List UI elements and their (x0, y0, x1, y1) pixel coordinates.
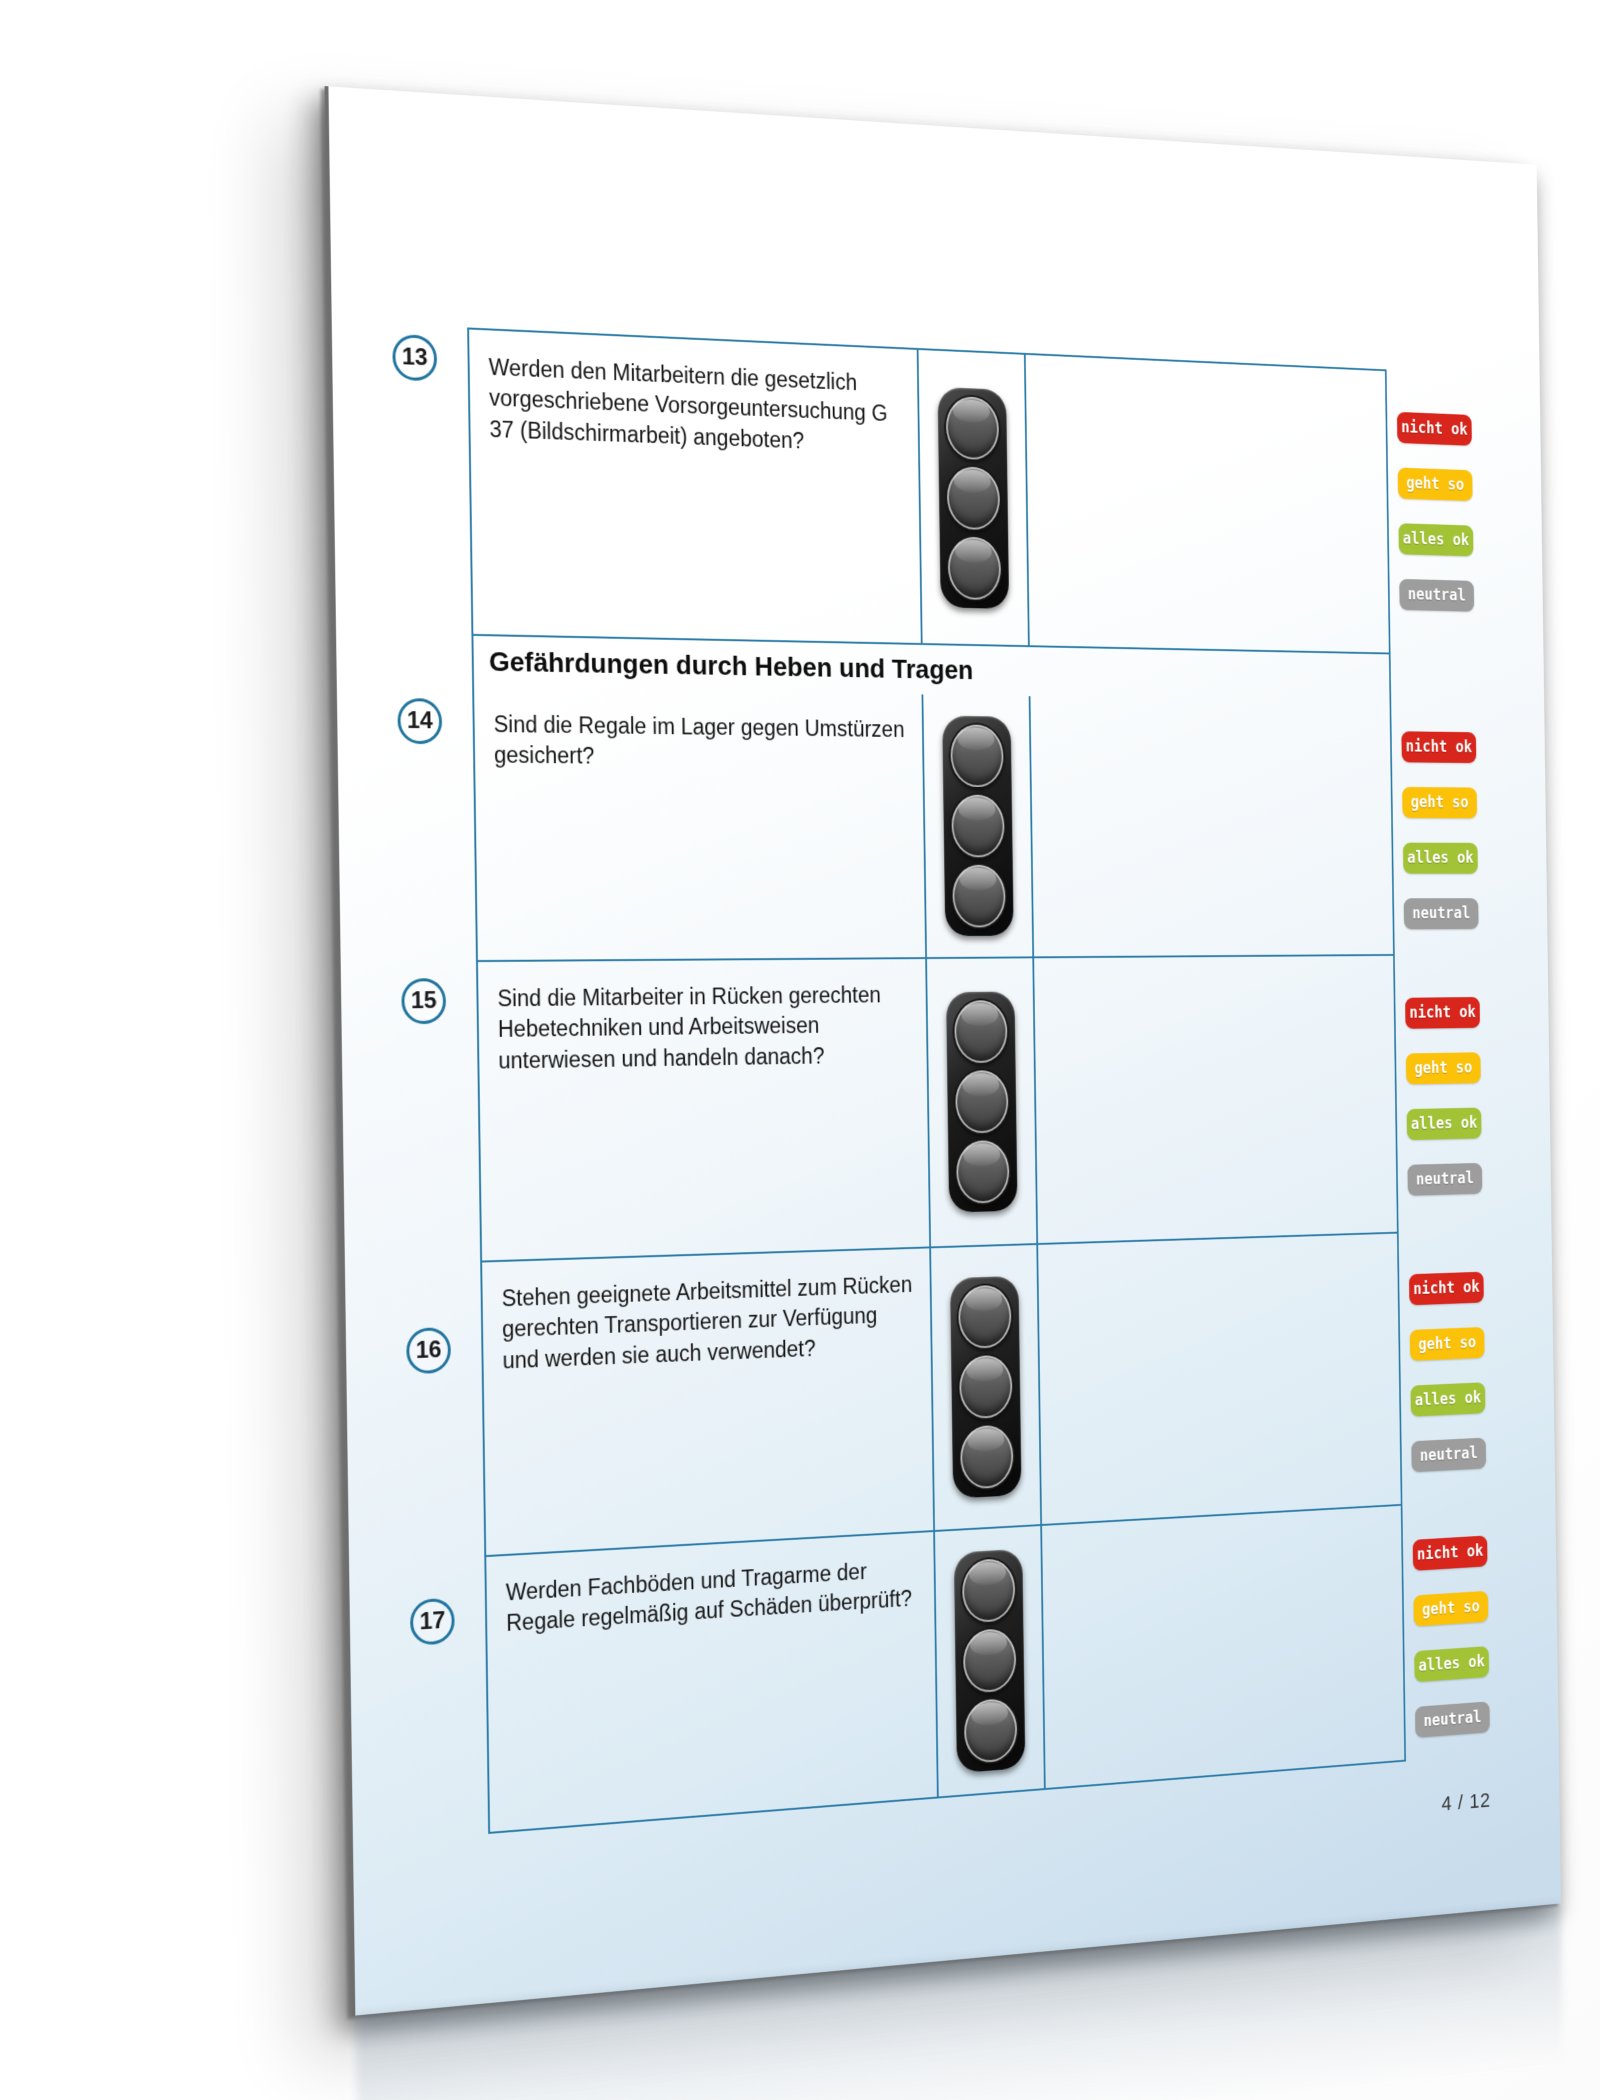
rating-nicht-ok-button[interactable]: nicht ok (1405, 996, 1480, 1029)
table-row: Werden Fachböden und Tragarme der Regale… (486, 1503, 1405, 1832)
rating-neutral-button[interactable]: neutral (1403, 898, 1479, 930)
rating-neutral-button[interactable]: neutral (1415, 1701, 1490, 1738)
notes-cell (1030, 696, 1393, 956)
item-number-badge: 17 (409, 1597, 455, 1646)
page-scene: 13 14 15 16 17 Werden den Mitarbeitern d… (324, 67, 1600, 2100)
traffic-light-cell (916, 349, 1030, 646)
item-number-badge: 14 (397, 697, 443, 745)
question-text: Sind die Regale im Lager gegen Umstürzen… (493, 711, 905, 769)
checklist-table: Werden den Mitarbeitern die gesetzlich v… (467, 327, 1406, 1834)
traffic-light-icon[interactable] (950, 1275, 1022, 1499)
rating-nicht-ok-button[interactable]: nicht ok (1408, 1271, 1484, 1306)
traffic-light-lamp-bottom (956, 1139, 1010, 1204)
rating-nicht-ok-button[interactable]: nicht ok (1412, 1535, 1488, 1571)
traffic-light-lamp-top (950, 724, 1004, 788)
notes-cell (1042, 1506, 1404, 1788)
rating-alles-ok-button[interactable]: alles ok (1410, 1382, 1486, 1417)
rating-neutral-button[interactable]: neutral (1399, 578, 1475, 612)
traffic-light-cell (925, 958, 1039, 1247)
item-number-badge: 15 (401, 978, 447, 1025)
rating-alles-ok-button[interactable]: alles ok (1414, 1646, 1490, 1683)
traffic-light-icon[interactable] (946, 991, 1018, 1213)
notes-cell (1026, 355, 1389, 653)
rating-geht-so-button[interactable]: geht so (1409, 1326, 1485, 1361)
rating-geht-so-button[interactable]: geht so (1413, 1590, 1489, 1627)
rating-alles-ok-button[interactable]: alles ok (1402, 842, 1478, 874)
traffic-light-lamp-top (958, 1284, 1012, 1350)
table-row: Sind die Regale im Lager gegen Umstürzen… (474, 687, 1393, 960)
page-reflection (355, 1903, 1564, 2100)
traffic-light-lamp-middle (951, 794, 1005, 858)
traffic-light-lamp-middle (946, 466, 1001, 531)
traffic-light-icon[interactable] (942, 715, 1014, 937)
rating-neutral-button[interactable]: neutral (1407, 1162, 1483, 1196)
rating-alles-ok-button[interactable]: alles ok (1398, 523, 1474, 557)
traffic-light-lamp-bottom (952, 864, 1006, 928)
traffic-light-lamp-bottom (947, 536, 1002, 601)
question-text: Werden Fachböden und Tragarme der Regale… (505, 1558, 913, 1637)
question-text: Stehen geeignete Arbeitsmittel zum Rücke… (501, 1271, 913, 1373)
traffic-light-lamp-middle (955, 1070, 1009, 1134)
traffic-light-lamp-bottom (963, 1697, 1018, 1764)
notes-cell (1038, 1234, 1401, 1524)
rating-alles-ok-button[interactable]: alles ok (1406, 1107, 1482, 1141)
traffic-light-cell (933, 1525, 1046, 1797)
item-number-badge: 13 (392, 333, 438, 382)
traffic-light-lamp-bottom (960, 1424, 1014, 1490)
traffic-light-lamp-top (945, 395, 1000, 461)
rating-geht-so-button[interactable]: geht so (1402, 786, 1478, 819)
rating-group: nicht ok geht so alles ok neutral (1396, 411, 1475, 636)
rating-nicht-ok-button[interactable]: nicht ok (1401, 731, 1477, 764)
page-number: 4 / 12 (1441, 1788, 1491, 1816)
rating-group: nicht ok geht so alles ok neutral (1401, 731, 1479, 954)
traffic-light-icon[interactable] (937, 386, 1010, 609)
traffic-light-cell (921, 694, 1035, 958)
rating-neutral-button[interactable]: neutral (1411, 1437, 1487, 1473)
traffic-light-lamp-middle (962, 1627, 1017, 1694)
rating-group: nicht ok geht so alles ok neutral (1405, 996, 1483, 1220)
traffic-light-lamp-top (961, 1557, 1016, 1624)
table-row: Werden den Mitarbeitern die gesetzlich v… (469, 330, 1389, 653)
traffic-light-lamp-top (954, 1000, 1008, 1064)
rating-group: nicht ok geht so alles ok neutral (1408, 1271, 1487, 1497)
checklist-page: 13 14 15 16 17 Werden den Mitarbeitern d… (324, 86, 1564, 2100)
rating-geht-so-button[interactable]: geht so (1405, 1052, 1481, 1085)
table-row: Stehen geeignete Arbeitsmittel zum Rücke… (482, 1231, 1401, 1556)
notes-cell (1034, 956, 1397, 1243)
traffic-light-lamp-middle (959, 1354, 1013, 1420)
rating-geht-so-button[interactable]: geht so (1397, 467, 1473, 502)
question-text: Sind die Mitarbeiter in Rücken gerechten… (497, 982, 881, 1073)
question-text: Werden den Mitarbeitern die gesetzlich v… (488, 354, 888, 453)
traffic-light-cell (929, 1244, 1042, 1531)
rating-nicht-ok-button[interactable]: nicht ok (1396, 411, 1472, 446)
table-row: Sind die Mitarbeiter in Rücken gerechten… (477, 954, 1397, 1261)
rating-group: nicht ok geht so alles ok neutral (1412, 1535, 1490, 1762)
traffic-light-icon[interactable] (953, 1548, 1026, 1774)
item-number-badge: 16 (406, 1326, 452, 1375)
